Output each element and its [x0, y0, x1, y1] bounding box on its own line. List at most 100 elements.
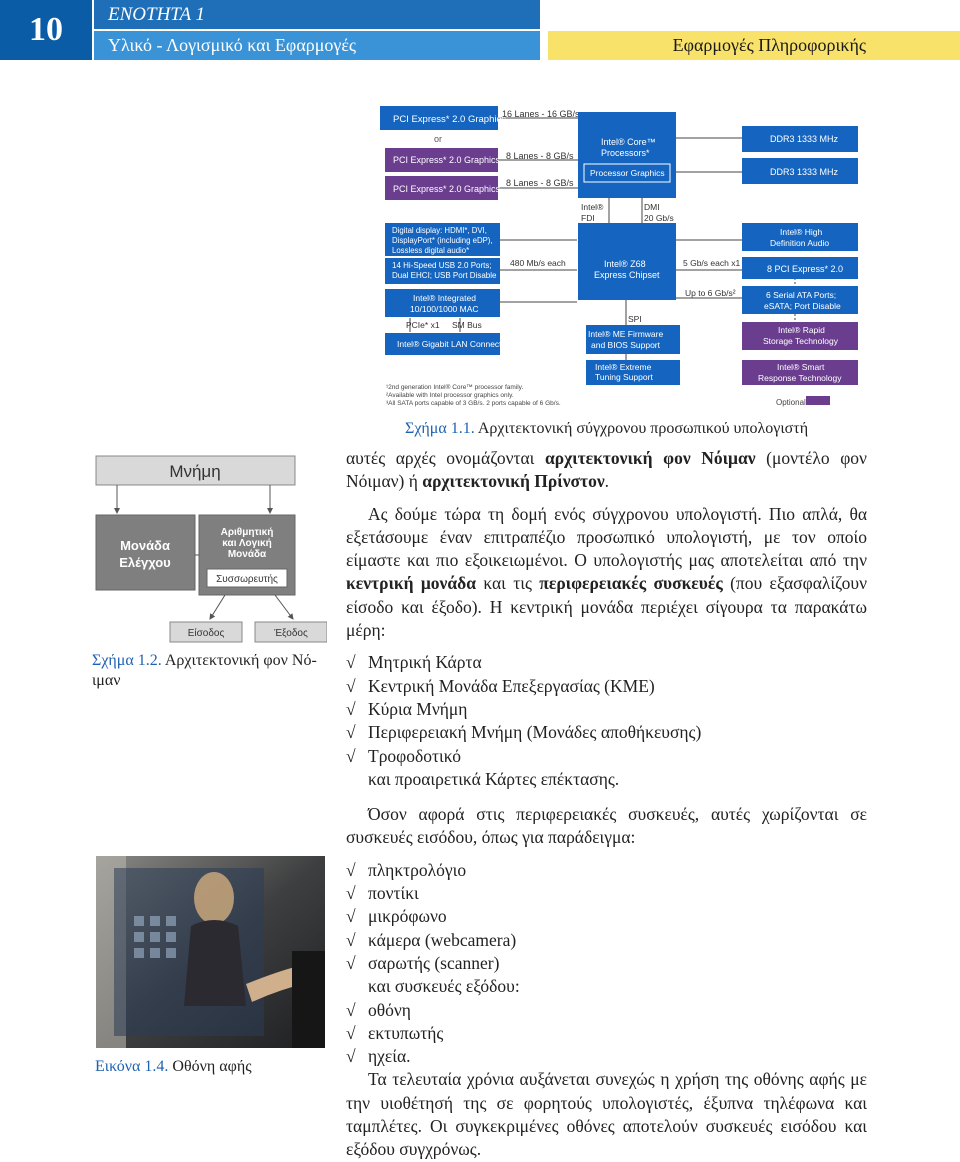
- svg-text:Response Technology: Response Technology: [758, 373, 842, 383]
- svg-text:Έξοδος: Έξοδος: [273, 628, 308, 639]
- list-item: √ηχεία.: [346, 1046, 411, 1067]
- unit-title: ΕΝΟΤΗΤΑ 1: [108, 4, 205, 25]
- list-item: √Κύρια Μνήμη: [346, 698, 468, 719]
- svg-text:Intel® Smart: Intel® Smart: [777, 362, 825, 372]
- lan-box: Intel® Gigabit LAN Connect: [385, 333, 502, 355]
- svg-text:Optional: Optional: [776, 398, 806, 407]
- svg-text:Μνήμη: Μνήμη: [169, 462, 220, 481]
- svg-text:¹2nd generation Intel® Core™ p: ¹2nd generation Intel® Core™ processor f…: [386, 383, 523, 391]
- paragraph-1: αυτές αρχές ονομάζονται αρχιτεκτονική φο…: [346, 448, 867, 492]
- usb-box: 14 Hi-Speed USB 2.0 Ports; Dual EHCI; US…: [385, 258, 500, 284]
- srt-box: Intel® Smart Response Technology: [742, 360, 858, 385]
- book-title: Εφαρμογές Πληροφορικής: [672, 35, 866, 55]
- svg-text:8 Lanes - 8 GB/s: 8 Lanes - 8 GB/s: [506, 151, 574, 161]
- svg-text:SM Bus: SM Bus: [452, 320, 482, 330]
- svg-text:5 Gb/s each x1: 5 Gb/s each x1: [683, 258, 740, 268]
- svg-text:Intel® Rapid: Intel® Rapid: [778, 325, 825, 335]
- svg-text:14 Hi-Speed USB 2.0 Ports;: 14 Hi-Speed USB 2.0 Ports;: [392, 261, 492, 270]
- ddr3-box-a: DDR3 1333 MHz: [742, 126, 858, 152]
- parts-after: και προαιρετικά Κάρτες επέκτασης.: [368, 768, 620, 789]
- svg-text:Μονάδα: Μονάδα: [120, 538, 170, 553]
- svg-text:Express Chipset: Express Chipset: [594, 270, 660, 280]
- chipset-architecture-diagram: PCI Express* 2.0 Graphics or PCI Express…: [380, 106, 858, 407]
- svg-text:or: or: [434, 134, 442, 144]
- svg-text:Digital display: HDMI*, DVI,: Digital display: HDMI*, DVI,: [392, 226, 487, 235]
- svg-text:DDR3 1333 MHz: DDR3 1333 MHz: [770, 134, 839, 144]
- paragraph-2: Ας δούμε τώρα τη δομή ενός σύγχρονου υπο…: [346, 503, 867, 641]
- svg-text:Ελέγχου: Ελέγχου: [119, 555, 171, 570]
- svg-text:DMI: DMI: [644, 202, 660, 212]
- ddr3-box-b: DDR3 1333 MHz: [742, 158, 858, 184]
- svg-text:and BIOS Support: and BIOS Support: [591, 340, 661, 350]
- paragraph-4: Τα τελευταία χρόνια αυξάνεται συνεχώς η …: [346, 1069, 867, 1160]
- central-unit-parts-list: √Μητρική Κάρτα √Κεντρική Μονάδα Επεξεργα…: [346, 651, 867, 767]
- svg-text:10/100/1000 MAC: 10/100/1000 MAC: [410, 304, 479, 314]
- svg-text:Up to 6 Gb/s²: Up to 6 Gb/s²: [685, 288, 736, 298]
- unit-banner: [94, 0, 540, 29]
- outputs-intro: και συσκευές εξόδου:: [368, 976, 520, 997]
- list-item: √πληκτρολόγιο: [346, 859, 467, 880]
- touch-screen-photo: [96, 856, 325, 1048]
- svg-text:Intel® Core™: Intel® Core™: [601, 137, 656, 147]
- cpu-box: Intel® Core™ Processors* Processor Graph…: [578, 112, 676, 198]
- page-number: 10: [0, 0, 92, 60]
- rst-box: Intel® Rapid Storage Technology: [742, 322, 858, 350]
- svg-text:και Λογική: και Λογική: [222, 538, 271, 549]
- svg-text:6 Serial ATA Ports;: 6 Serial ATA Ports;: [766, 290, 836, 300]
- svg-text:PCI Express* 2.0 Graphics: PCI Express* 2.0 Graphics: [393, 114, 506, 125]
- svg-text:8 PCI Express* 2.0: 8 PCI Express* 2.0: [767, 264, 843, 274]
- mac-box: Intel® Integrated 10/100/1000 MAC: [385, 289, 500, 317]
- svg-text:Intel® Z68: Intel® Z68: [604, 259, 646, 269]
- svg-text:Intel® ME Firmware: Intel® ME Firmware: [588, 329, 663, 339]
- svg-text:³All SATA ports capable of 3 G: ³All SATA ports capable of 3 GB/s. 2 por…: [386, 400, 561, 407]
- list-item: √μικρόφωνο: [346, 906, 447, 927]
- pcie-8-box: 8 PCI Express* 2.0: [742, 257, 858, 279]
- svg-text:Intel®: Intel®: [581, 202, 604, 212]
- list-item: √Περιφερειακή Μνήμη (Μονάδες αποθήκευσης…: [346, 722, 702, 743]
- svg-text:8 Lanes - 8 GB/s: 8 Lanes - 8 GB/s: [506, 178, 574, 188]
- svg-text:Intel® Integrated: Intel® Integrated: [413, 293, 476, 303]
- svg-text:²Available with Intel processo: ²Available with Intel processor graphics…: [386, 392, 514, 399]
- svg-text:Definition Audio: Definition Audio: [770, 238, 829, 248]
- svg-text:Συσσωρευτής: Συσσωρευτής: [216, 573, 278, 585]
- list-item: √εκτυπωτής: [346, 1022, 444, 1043]
- svg-text:PCIe* x1: PCIe* x1: [406, 320, 440, 330]
- svg-text:SPI: SPI: [628, 314, 642, 324]
- list-item: √κάμερα (webcamera): [346, 929, 517, 950]
- svg-text:Lossless digital audio*: Lossless digital audio*: [392, 246, 469, 255]
- sata-box: 6 Serial ATA Ports; eSATA; Port Disable: [742, 286, 858, 314]
- svg-text:Tuning Support: Tuning Support: [595, 372, 653, 382]
- svg-text:Intel® Extreme: Intel® Extreme: [595, 362, 652, 372]
- z68-chipset-box: Intel® Z68 Express Chipset: [578, 223, 676, 300]
- me-firmware-box: Intel® ME Firmware and BIOS Support: [586, 325, 680, 354]
- svg-text:20 Gb/s: 20 Gb/s: [644, 213, 674, 223]
- svg-text:PCI Express* 2.0 Graphics: PCI Express* 2.0 Graphics: [393, 155, 501, 165]
- hd-audio-box: Intel® High Definition Audio: [742, 223, 858, 251]
- optional-legend-swatch: [806, 396, 830, 405]
- svg-text:eSATA; Port Disable: eSATA; Port Disable: [764, 301, 841, 311]
- svg-text:Μονάδα: Μονάδα: [228, 549, 267, 560]
- svg-text:Dual EHCI; USB Port Disable: Dual EHCI; USB Port Disable: [392, 271, 497, 280]
- svg-text:Processors*: Processors*: [601, 148, 650, 158]
- list-item: √Κεντρική Μονάδα Επεξεργασίας (ΚΜΕ): [346, 675, 655, 696]
- von-neumann-diagram: Μνήμη Μονάδα Ελέγχου Αριθμητική και Λογι…: [95, 455, 327, 643]
- gfx-box-bottom: PCI Express* 2.0 Graphics: [385, 176, 501, 200]
- svg-text:FDI: FDI: [581, 213, 595, 223]
- unit-subtitle-banner: [94, 31, 540, 60]
- svg-text:DisplayPort* (including eDP),: DisplayPort* (including eDP),: [392, 236, 493, 245]
- list-item: √Μητρική Κάρτα: [346, 652, 482, 673]
- book-title-banner: [548, 31, 960, 60]
- body-text: αυτές αρχές ονομάζονται αρχιτεκτονική φο…: [346, 447, 867, 1162]
- svg-text:480 Mb/s each: 480 Mb/s each: [510, 258, 566, 268]
- gfx-box-mid: PCI Express* 2.0 Graphics: [385, 148, 501, 172]
- gfx-box-top: PCI Express* 2.0 Graphics: [380, 106, 506, 130]
- svg-text:16 Lanes - 16 GB/s: 16 Lanes - 16 GB/s: [502, 109, 580, 119]
- figure-1-1-caption: Σχήμα 1.1. Αρχιτεκτονική σύγχρονου προσω…: [405, 420, 809, 437]
- figure-1-4-caption: Εικόνα 1.4. Οθόνη αφής: [95, 1058, 252, 1075]
- unit-subtitle: Υλικό - Λογισμικό και Εφαρμογές: [108, 35, 357, 55]
- svg-text:PCI Express* 2.0 Graphics: PCI Express* 2.0 Graphics: [393, 184, 501, 194]
- output-devices-list: √οθόνη √εκτυπωτής √ηχεία.: [346, 999, 867, 1069]
- list-item: √ποντίκι: [346, 883, 419, 904]
- list-item: √σαρωτής (scanner): [346, 952, 500, 973]
- tuning-box: Intel® Extreme Tuning Support: [586, 360, 680, 385]
